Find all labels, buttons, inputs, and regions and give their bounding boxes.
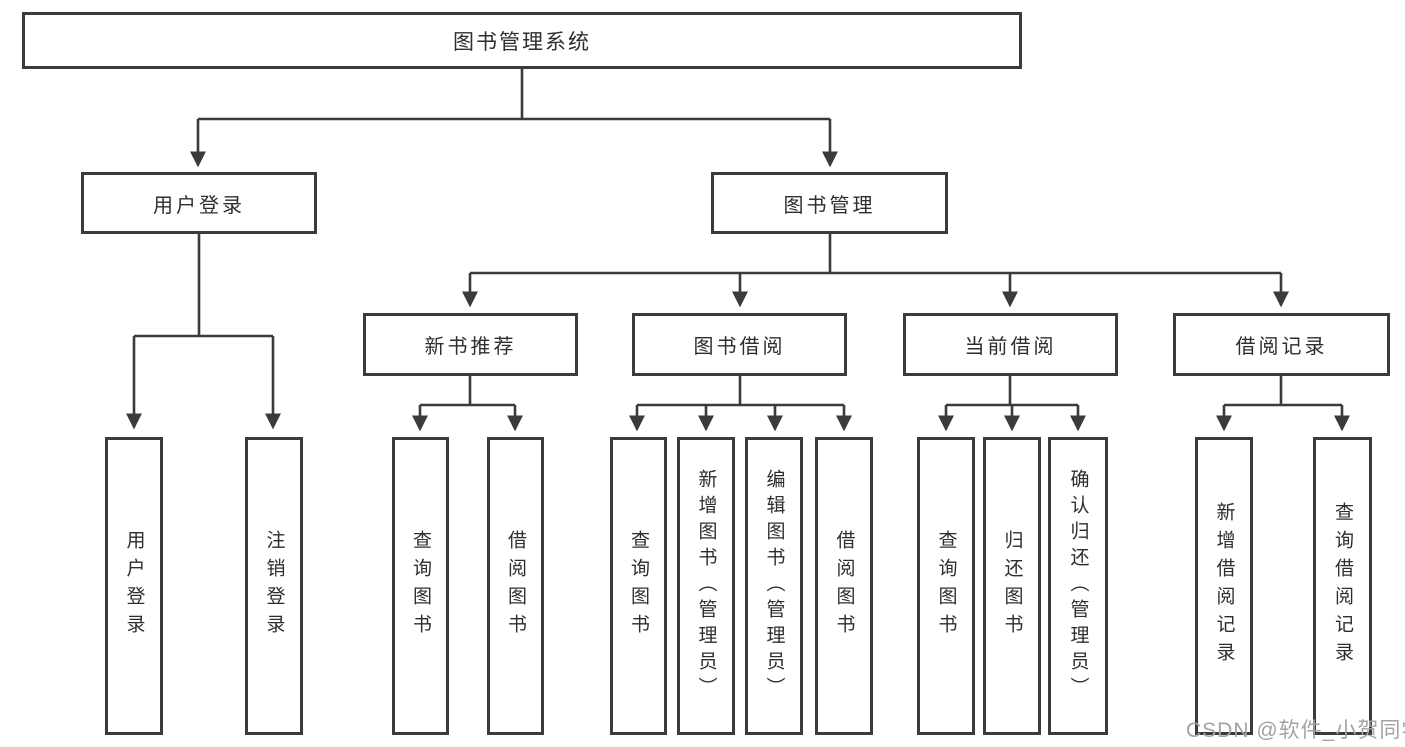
- leaf-label: 查询图书: [935, 530, 957, 642]
- leaf-add-book-admin: 新增图书（管理员）: [677, 437, 735, 735]
- leaf-label: 新增借阅记录: [1213, 502, 1235, 670]
- leaf-query-books-current: 查询图书: [917, 437, 975, 735]
- leaf-query-books-borrow: 查询图书: [610, 437, 667, 735]
- leaf-borrow-books: 借阅图书: [815, 437, 873, 735]
- leaf-edit-book-admin: 编辑图书（管理员）: [745, 437, 803, 735]
- leaf-label: 编辑图书（管理员）: [763, 469, 785, 703]
- leaf-label: 查询图书: [628, 530, 649, 642]
- node-user-login: 用户登录: [81, 172, 317, 234]
- csdn-watermark: CSDN @软件_小贺同学: [1186, 719, 1405, 742]
- leaf-query-borrow-record: 查询借阅记录: [1313, 437, 1372, 735]
- leaf-label: 查询借阅记录: [1332, 502, 1353, 670]
- leaf-borrow-books-recommend: 借阅图书: [487, 437, 544, 735]
- node-current-borrow: 当前借阅: [903, 313, 1118, 376]
- node-borrow-records: 借阅记录: [1173, 313, 1390, 376]
- leaf-label: 用户登录: [123, 530, 145, 642]
- leaf-label: 新增图书（管理员）: [695, 469, 717, 703]
- node-new-book-recommend: 新书推荐: [363, 313, 578, 376]
- leaf-logout: 注销登录: [245, 437, 303, 735]
- leaf-label: 注销登录: [263, 530, 285, 642]
- leaf-return-book: 归还图书: [983, 437, 1041, 735]
- leaf-label: 归还图书: [1001, 530, 1023, 642]
- leaf-query-books-recommend: 查询图书: [392, 437, 449, 735]
- node-root-system: 图书管理系统: [22, 12, 1022, 69]
- leaf-label: 借阅图书: [505, 530, 526, 642]
- leaf-label: 确认归还（管理员）: [1067, 469, 1089, 703]
- node-book-management: 图书管理: [711, 172, 948, 234]
- leaf-user-login: 用户登录: [105, 437, 163, 735]
- node-book-borrow: 图书借阅: [632, 313, 847, 376]
- leaf-confirm-return-admin: 确认归还（管理员）: [1048, 437, 1108, 735]
- leaf-add-borrow-record: 新增借阅记录: [1195, 437, 1253, 735]
- leaf-label: 借阅图书: [833, 530, 855, 642]
- leaf-label: 查询图书: [410, 530, 431, 642]
